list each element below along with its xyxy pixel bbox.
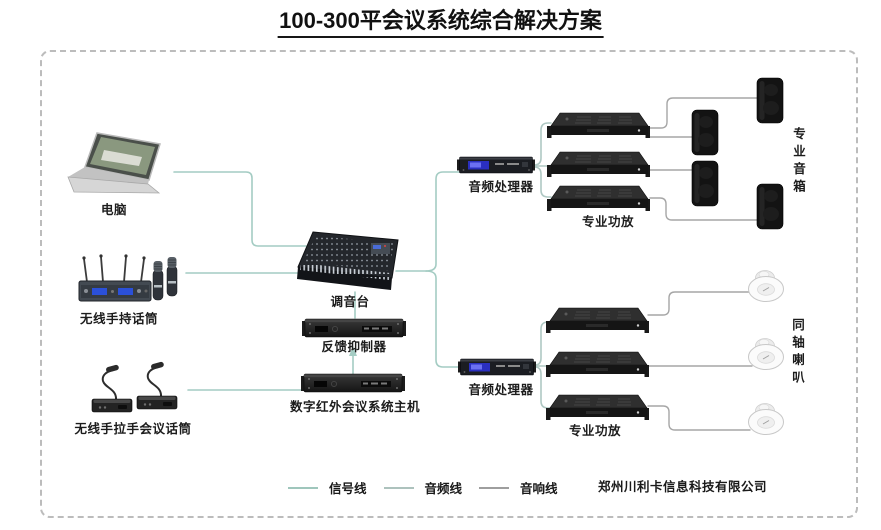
coaxial-speaker-graphic — [748, 338, 784, 370]
audio-processor-top-graphic — [456, 156, 536, 174]
arrow-up-icon — [349, 346, 357, 356]
company-name: 郑州川利卡信息科技有限公司 — [598, 480, 768, 494]
handheld-mic-graphic — [152, 260, 164, 301]
coaxial-speaker-graphic — [748, 403, 784, 435]
pro-speaker-graphic — [756, 77, 784, 124]
pro-speaker-graphic — [691, 109, 719, 156]
amplifier-graphic — [546, 151, 651, 178]
label-audio-processor-bottom: 音频处理器 — [468, 383, 534, 397]
amplifier-graphic — [545, 394, 650, 421]
legend: 信号线 音频线 音响线 — [288, 478, 575, 497]
label-digital-ir-host: 数字红外会议系统主机 — [289, 400, 421, 414]
speaker-lines — [647, 97, 759, 431]
audio-processor-bottom-graphic — [457, 358, 537, 376]
diagram-border — [40, 50, 858, 518]
signal-lines — [173, 171, 461, 391]
label-audio-processor-top: 音频处理器 — [468, 180, 534, 194]
mixer-graphic — [297, 231, 399, 290]
label-handheld-mic: 无线手持话筒 — [79, 312, 159, 326]
coaxial-speaker-graphic — [748, 270, 784, 302]
label-feedback-suppressor: 反馈抑制器 — [321, 340, 387, 354]
feedback-suppressor-graphic — [301, 318, 407, 338]
wireless-receiver-graphic — [78, 254, 152, 302]
laptop-graphic — [67, 132, 161, 194]
legend-swatch-audio-line — [383, 486, 414, 489]
audio-lines — [533, 122, 552, 409]
handheld-mic-graphic — [166, 256, 178, 297]
legend-swatch-speaker-line — [479, 486, 510, 489]
amplifier-graphic — [546, 185, 651, 212]
label-conference-mic: 无线手拉手会议话筒 — [74, 422, 192, 436]
conference-mic-graphic — [136, 360, 178, 410]
legend-label-signal-line: 信号线 — [329, 482, 367, 496]
page-title: 100-300平会议系统综合解决方案 — [277, 3, 604, 38]
label-computer: 电脑 — [100, 203, 128, 217]
digital-ir-host-graphic — [300, 373, 406, 393]
pro-speaker-graphic — [691, 160, 719, 207]
label-mixer: 调音台 — [330, 295, 370, 309]
conference-mic-graphic — [91, 363, 133, 413]
legend-label-audio-line: 音频线 — [424, 482, 463, 496]
legend-swatch-signal-line — [288, 486, 318, 489]
label-amplifier-bottom: 专业功放 — [568, 424, 622, 438]
amplifier-graphic — [545, 351, 650, 378]
label-pro-speaker: 专业音箱 — [791, 127, 805, 197]
pro-speaker-graphic — [756, 183, 784, 230]
amplifier-graphic — [546, 112, 651, 139]
legend-label-speaker-line: 音响线 — [520, 482, 558, 496]
label-coaxial-speaker: 同轴喇叭 — [790, 318, 804, 388]
amplifier-graphic — [545, 307, 650, 334]
label-amplifier-top: 专业功放 — [581, 215, 635, 229]
